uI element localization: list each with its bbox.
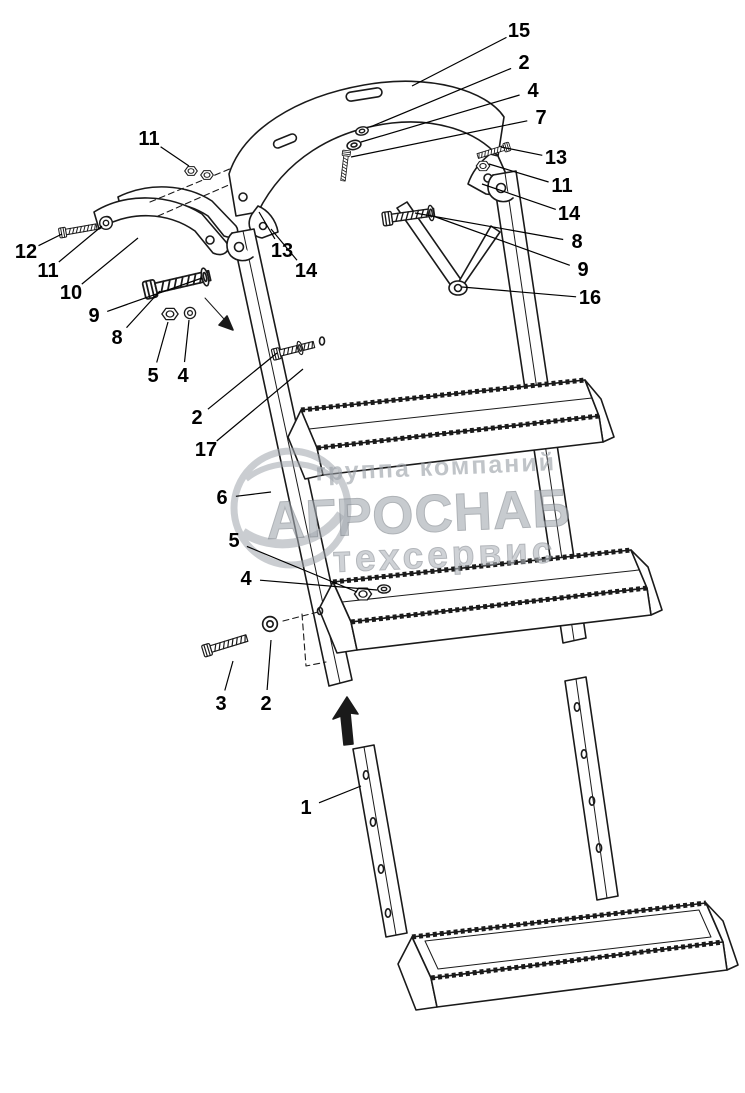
callout-label-24-4: 4 — [240, 568, 252, 590]
callout-label-22-6: 6 — [216, 487, 227, 509]
callout-leader-27-1 — [318, 785, 362, 804]
callout-leader-15-8 — [126, 290, 161, 329]
callout-leader-11-12 — [38, 233, 63, 247]
callout-label-21-17: 17 — [195, 439, 217, 461]
callout-leader-4-13 — [500, 146, 543, 156]
callout-label-17-4: 4 — [177, 365, 189, 387]
callout-leader-23-5 — [246, 545, 358, 593]
left-rail — [226, 228, 353, 687]
callout-label-15-8: 8 — [111, 327, 122, 349]
callout-leader-8-9 — [432, 215, 571, 266]
washer-11-left — [98, 215, 114, 231]
lower-left-rail — [352, 744, 408, 938]
callout-leader-16-5 — [156, 321, 169, 363]
watermark-text: группа компаний АГРОСНАБ техсервис — [265, 448, 573, 580]
callout-label-25-3: 3 — [215, 693, 226, 715]
nut-5-left — [161, 307, 179, 321]
callout-label-12-11: 11 — [37, 260, 58, 282]
callout-leader-2-4 — [360, 94, 520, 143]
washer-2-bottom — [261, 615, 279, 633]
callout-label-11-12: 12 — [15, 241, 37, 263]
top-bracket — [228, 80, 507, 239]
upper-step — [287, 377, 615, 480]
callout-leader-19-14 — [270, 228, 298, 261]
hanger-arms — [93, 167, 241, 331]
callout-label-8-9: 9 — [577, 259, 588, 281]
callout-leader-3-7 — [350, 120, 528, 158]
callout-label-0-15: 15 — [508, 20, 530, 42]
nut-11-right — [475, 160, 491, 172]
callout-label-23-5: 5 — [228, 530, 239, 552]
bolt-12 — [57, 221, 98, 239]
direction-arrow — [332, 696, 359, 746]
callout-label-3-7: 7 — [535, 107, 546, 129]
callout-label-27-1: 1 — [300, 797, 311, 819]
support-strut — [396, 201, 501, 296]
fasteners — [57, 125, 512, 658]
callout-leader-10-11 — [160, 146, 190, 167]
washer-mid — [295, 340, 305, 356]
callout-leader-21-17 — [216, 368, 304, 442]
callout-label-18-13: 13 — [271, 240, 293, 262]
watermark-line-2: АГРОСНАБ — [265, 479, 572, 551]
callout-label-7-8: 8 — [571, 231, 582, 253]
washer-9-right — [426, 204, 436, 222]
bracket-slot — [345, 87, 383, 102]
callout-label-10-11: 11 — [138, 128, 159, 150]
assembly-arrow-small — [218, 315, 234, 331]
bracket-slot-2 — [272, 133, 298, 149]
lower-step-assembly — [352, 676, 739, 1011]
callout-label-13-10: 10 — [60, 282, 82, 304]
callout-leader-1-2 — [369, 67, 512, 128]
callout-label-4-13: 13 — [545, 147, 567, 169]
bolt-7 — [338, 149, 352, 182]
lower-right-rail — [564, 676, 619, 901]
bolt-3 — [200, 631, 250, 658]
nut-11-left-b — [200, 170, 214, 180]
lower-tread — [397, 900, 739, 1011]
callout-leader-20-2 — [207, 352, 278, 410]
callout-label-19-14: 14 — [295, 260, 318, 282]
callout-leader-17-4 — [183, 319, 190, 363]
callout-leader-22-6 — [235, 491, 272, 497]
callout-label-1-2: 2 — [518, 52, 529, 74]
rail-hole-17 — [318, 336, 326, 346]
callout-leader-12-11 — [58, 225, 103, 263]
callout-label-20-2: 2 — [191, 407, 202, 429]
callout-label-14-9: 9 — [88, 305, 99, 327]
nut-11-left-a — [184, 166, 198, 176]
callout-leader-9-16 — [461, 286, 577, 298]
callout-leader-5-11 — [488, 163, 549, 183]
exploded-drawing — [57, 80, 739, 1011]
callout-leader-14-9 — [107, 277, 203, 312]
callout-leader-0-15 — [411, 36, 507, 87]
washer-4-top — [345, 138, 363, 152]
callout-leader-13-10 — [81, 237, 139, 285]
washer-4-left — [183, 306, 197, 320]
watermark: группа компаний АГРОСНАБ техсервис — [230, 447, 573, 580]
callout-leader-6-14 — [481, 183, 556, 210]
callout-leader-24-4 — [259, 579, 378, 591]
callout-label-6-14: 14 — [558, 203, 581, 225]
callout-leader-26-2 — [266, 639, 272, 691]
watermark-line-3: техсервис — [332, 529, 557, 580]
callout-leader-18-13 — [258, 211, 276, 240]
callout-label-16-5: 5 — [147, 365, 158, 387]
lower-step — [282, 547, 663, 667]
callout-label-26-2: 2 — [260, 693, 271, 715]
mount-hole — [316, 606, 324, 616]
callout-label-5-11: 11 — [551, 175, 572, 197]
callout-leader-25-3 — [224, 660, 234, 691]
washer-4-step — [376, 584, 392, 594]
callout-label-9-16: 16 — [579, 287, 601, 309]
callout-leader-7-8 — [414, 212, 564, 241]
callout-label-2-4: 4 — [527, 80, 539, 102]
